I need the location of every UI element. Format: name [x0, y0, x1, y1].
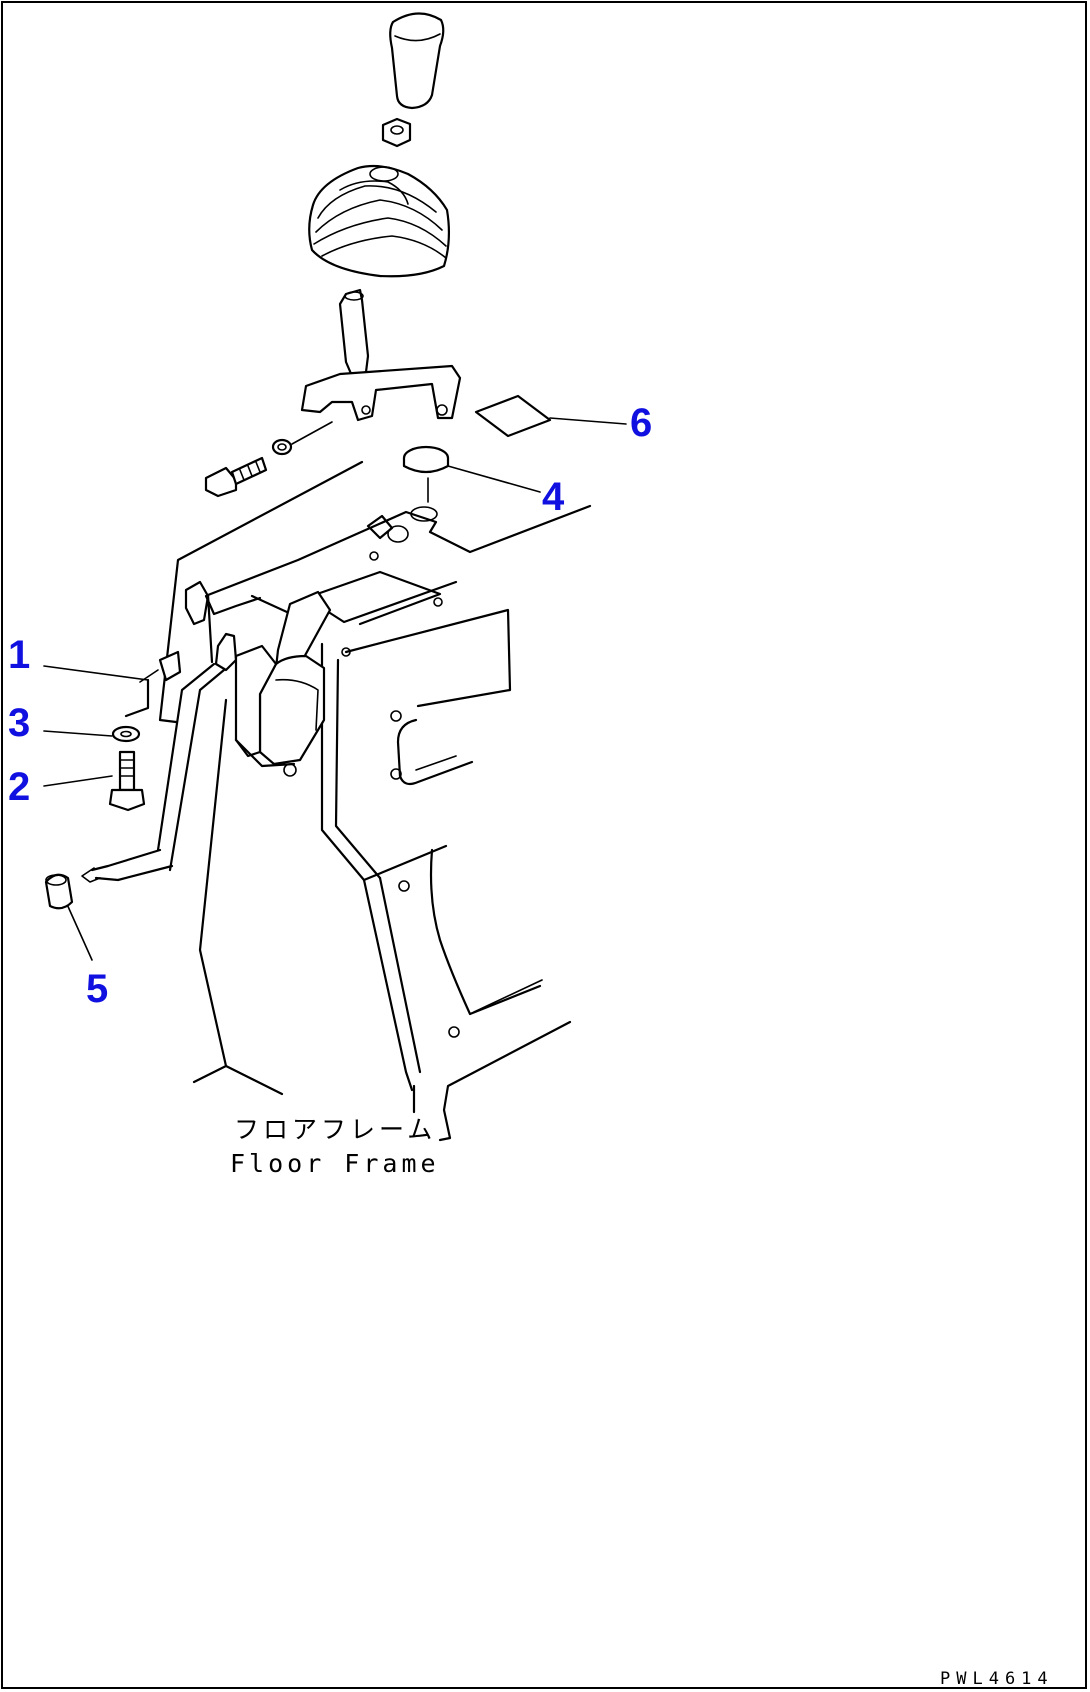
- callout-5: 5: [86, 967, 108, 1011]
- rubber-boot: [308, 164, 451, 278]
- floor-frame: [158, 460, 592, 1142]
- end-cap: [44, 873, 74, 910]
- nut: [381, 117, 412, 148]
- callout-4: 4: [542, 475, 565, 519]
- pivot-bolt: [204, 421, 333, 498]
- floor-frame-label-jp: フロアフレーム: [234, 1115, 436, 1144]
- shift-knob: [389, 12, 445, 110]
- callout-2: 2: [8, 765, 30, 809]
- floor-frame-label-en: Floor Frame: [230, 1149, 440, 1178]
- linkage-bracket: [81, 580, 332, 883]
- callout-3: 3: [8, 701, 30, 745]
- drawing-code: PWL4614: [940, 1669, 1054, 1689]
- callout-6: 6: [630, 401, 652, 445]
- callout-1: 1: [8, 633, 30, 677]
- leader-lines: [43, 665, 149, 961]
- plug-cap: [402, 445, 541, 522]
- label-plate: [474, 394, 627, 438]
- shift-lever: [300, 288, 462, 422]
- bolt: [108, 750, 146, 812]
- washer: [111, 725, 141, 743]
